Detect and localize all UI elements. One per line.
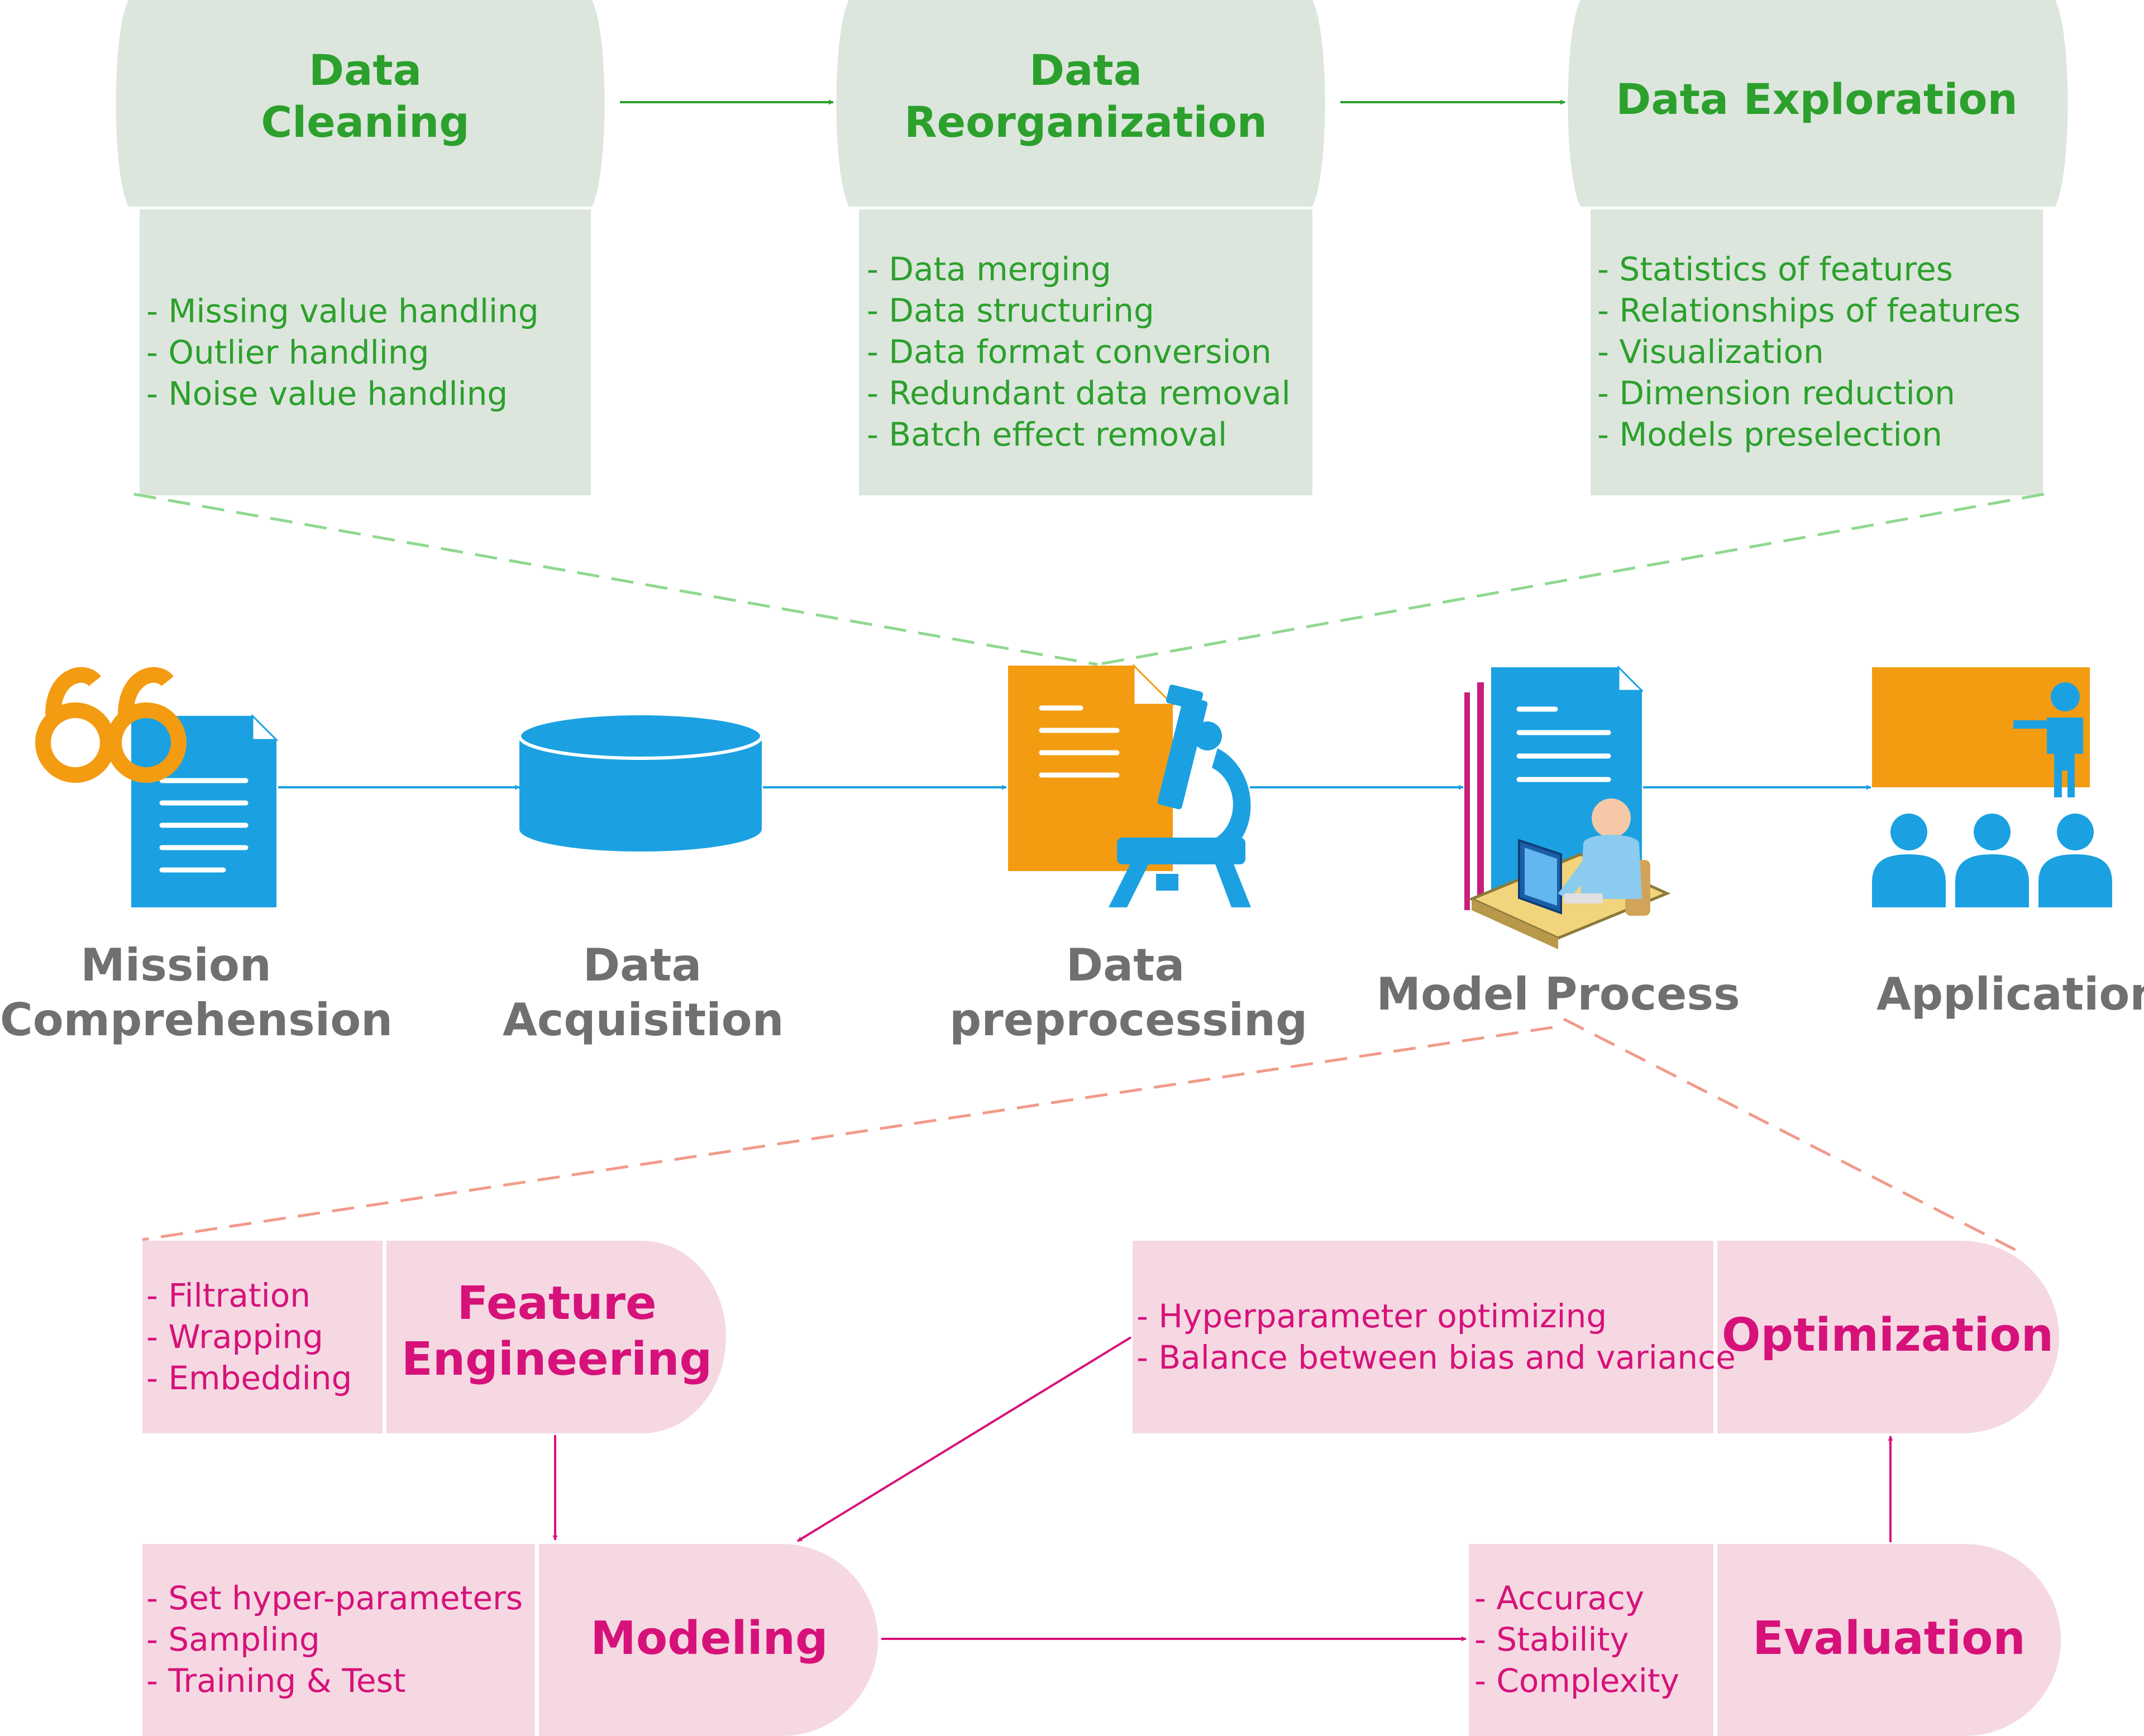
stage-label-application-line-1: Application [1876, 968, 2144, 1020]
list-item: Outlier handling [146, 332, 539, 373]
stage-label-model-process: Model Process [1374, 967, 1742, 1022]
stage-label-acquisition-line-2: Acquisition [503, 993, 784, 1046]
list-item: Hyperparameter optimizing [1137, 1295, 1736, 1337]
list-item: Batch effect removal [867, 414, 1291, 455]
data-cleaning-list: Missing value handling Outlier handling … [146, 290, 539, 414]
list-item: Data merging [867, 248, 1291, 290]
list-item: Models preselection [1597, 414, 2021, 455]
list-item: Embedding [146, 1357, 352, 1399]
data-reorganization-title-line-2: Reorganization [904, 97, 1267, 147]
database-icon [518, 712, 763, 852]
data-exploration-list: Statistics of features Relationships of … [1597, 248, 2021, 455]
data-reorganization-title: Data Reorganization [859, 45, 1312, 148]
zoom-line-right [1097, 492, 2045, 666]
modeling-list: Set hyper-parameters Sampling Training &… [146, 1577, 523, 1701]
stage-label-acquisition-line-1: Data [582, 939, 702, 991]
data-reorganization-list: Data merging Data structuring Data forma… [867, 248, 1291, 455]
list-item: Complexity [1474, 1660, 1679, 1701]
list-item: Noise value handling [146, 373, 539, 414]
zoom-line-model-left [142, 1026, 1553, 1241]
evaluation-box [1469, 1544, 2061, 1736]
stage-label-application: Application [1876, 967, 2144, 1022]
list-item: Sampling [146, 1619, 523, 1660]
stage-label-preprocessing-line-2: preprocessing [949, 993, 1308, 1046]
list-item: Data format conversion [867, 331, 1291, 372]
feature-engineering-title: Feature Engineering [386, 1276, 727, 1388]
data-cleaning-title-line-1: Data [309, 45, 422, 95]
list-item: Visualization [1597, 331, 2021, 372]
list-item: Stability [1474, 1619, 1679, 1660]
zoom-line-model-right [1563, 1017, 2018, 1252]
zoom-line-left [133, 492, 1098, 666]
data-exploration-title-line-1: Data Exploration [1616, 74, 2018, 124]
optimization-title: Optimization [1717, 1308, 2058, 1364]
optimization-list: Hyperparameter optimizing Balance betwee… [1137, 1295, 1736, 1378]
list-item: Redundant data removal [867, 372, 1290, 414]
stage-label-acquisition: Data Acquisition [503, 938, 784, 1047]
list-item: Relationships of features [1597, 290, 2021, 331]
stage-label-model-process-line-1: Model Process [1376, 968, 1740, 1020]
stage-label-mission: Mission Comprehension [0, 938, 393, 1047]
optimization-title-line-1: Optimization [1721, 1309, 2054, 1362]
presentation-audience-icon [1872, 667, 2112, 907]
modeling-title: Modeling [539, 1611, 880, 1667]
glasses-document-icon [35, 667, 279, 907]
list-item: Balance between bias and variance [1137, 1337, 1735, 1378]
stage-label-preprocessing: Data preprocessing [949, 938, 1308, 1047]
data-cleaning-title-line-2: Cleaning [261, 97, 470, 147]
microscope-document-icon [1008, 663, 1251, 907]
data-cleaning-title: Data Cleaning [140, 45, 591, 148]
list-item: Statistics of features [1597, 248, 2021, 290]
stage-label-mission-line-2: Comprehension [0, 993, 393, 1046]
list-item: Missing value handling [146, 290, 538, 332]
arrow-optimization-to-modeling [796, 1336, 1132, 1542]
evaluation-list: Accuracy Stability Complexity [1474, 1577, 1679, 1701]
modeling-title-line-1: Modeling [590, 1612, 828, 1665]
evaluation-title: Evaluation [1717, 1611, 2061, 1667]
analyst-workstation-icon [1464, 665, 1671, 949]
feature-engineering-list: Filtration Wrapping Embedding [146, 1275, 352, 1399]
list-item: Set hyper-parameters [146, 1577, 523, 1619]
stage-label-mission-line-1: Mission [80, 939, 271, 991]
data-exploration-title: Data Exploration [1591, 74, 2043, 126]
feature-engineering-title-line-1: Feature [457, 1277, 657, 1330]
list-item: Wrapping [146, 1316, 352, 1357]
data-reorganization-title-line-1: Data [1029, 45, 1142, 95]
list-item: Data structuring [867, 290, 1291, 331]
feature-engineering-title-line-2: Engineering [401, 1333, 713, 1386]
list-item: Accuracy [1474, 1577, 1679, 1619]
stage-label-preprocessing-line-1: Data [1066, 939, 1185, 991]
list-item: Dimension reduction [1597, 372, 2021, 414]
list-item: Filtration [146, 1275, 352, 1316]
list-item: Training & Test [146, 1660, 523, 1701]
evaluation-title-line-1: Evaluation [1753, 1612, 2026, 1665]
